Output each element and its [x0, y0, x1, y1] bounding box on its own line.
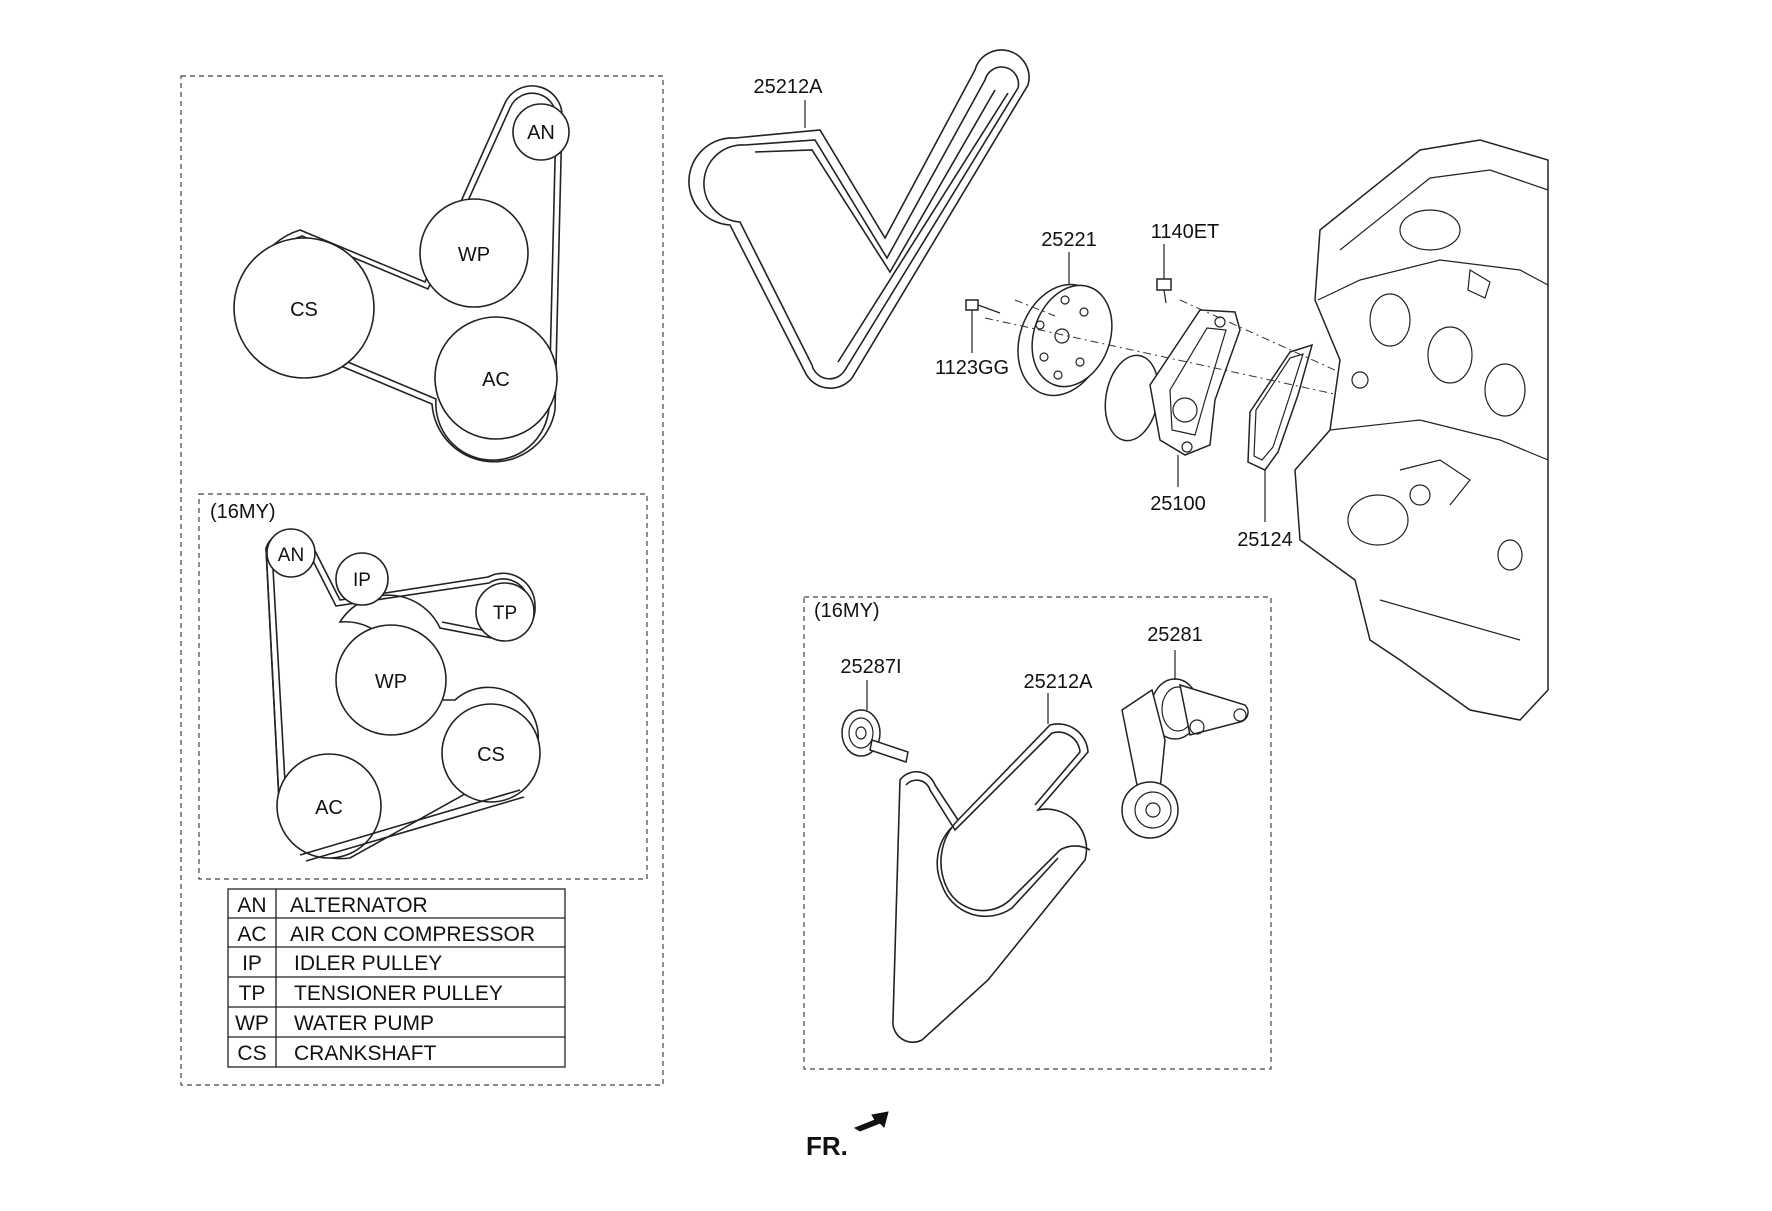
legend-name: TENSIONER PULLEY — [294, 982, 503, 1005]
part-bolt-1140et: 1140ET — [1151, 221, 1220, 304]
pulley-wp: WP — [419, 198, 529, 308]
legend-name: WATER PUMP — [294, 1012, 434, 1035]
front-arrow-icon — [853, 1111, 889, 1132]
pulley-16my-tp: TP — [475, 582, 535, 642]
label-25212a: 25212A — [754, 76, 824, 98]
pulley-ac: AC — [434, 316, 558, 440]
pulley-ac-label: AC — [482, 369, 510, 391]
16my-inset-frame — [803, 596, 1272, 1070]
part-gasket-25124: 25124 — [1237, 343, 1314, 551]
pulley-16my-an: AN — [266, 528, 316, 578]
label-25221: 25221 — [1041, 229, 1097, 251]
pulley-16my-cs-label: CS — [477, 744, 505, 766]
legend-code: AN — [237, 894, 266, 917]
16my-panel-frame — [198, 493, 648, 880]
pulley-16my-ac: AC — [276, 753, 382, 859]
label-1123gg: 1123GG — [935, 357, 1009, 379]
belt-routing-16my: AN IP TP WP CS AC — [265, 528, 541, 862]
pulley-16my-ip-label: IP — [353, 570, 371, 591]
part-idler-25287i: 25287I — [840, 656, 909, 763]
pulley-16my-cs: CS — [441, 703, 541, 803]
belt-routing-standard: AN WP CS AC — [233, 85, 570, 463]
pulley-16my-an-label: AN — [278, 545, 304, 566]
part-tensioner-25281: 25281 — [1121, 624, 1249, 839]
16my-inset-tag: (16MY) — [814, 600, 880, 622]
pulley-an: AN — [512, 103, 570, 161]
label-25281: 25281 — [1147, 624, 1203, 646]
pulley-16my-tp-label: TP — [493, 603, 517, 624]
belt-16my — [265, 530, 540, 860]
legend-name: CRANKSHAFT — [294, 1042, 437, 1065]
part-belt-25212a: 25212A — [688, 49, 1030, 389]
legend-code: IP — [242, 952, 262, 975]
pulley-16my-wp-label: WP — [375, 671, 407, 693]
legend-code: CS — [237, 1042, 266, 1065]
pulley-wp-label: WP — [458, 244, 490, 266]
legend-name: IDLER PULLEY — [294, 952, 442, 975]
left-panel-frame — [180, 75, 664, 1086]
legend-code: TP — [239, 982, 266, 1005]
legend-code: AC — [237, 923, 266, 946]
legend-name: ALTERNATOR — [290, 894, 428, 917]
pulley-16my-ip: IP — [335, 552, 389, 606]
16my-panel-tag: (16MY) — [210, 501, 276, 523]
pulley-cs-label: CS — [290, 299, 318, 321]
front-indicator: FR. — [806, 1111, 889, 1161]
pulley-16my-wp: WP — [335, 624, 447, 736]
belt-16my-left-run-inner — [271, 550, 288, 819]
belt-16my-left-run — [265, 547, 281, 821]
label-25287i: 25287I — [840, 656, 901, 678]
pulley-cs: CS — [233, 237, 375, 379]
legend-name: AIR CON COMPRESSOR — [290, 923, 535, 946]
legend-table: AN ALTERNATOR AC AIR CON COMPRESSOR IP I… — [227, 888, 566, 1068]
legend-code: WP — [235, 1012, 269, 1035]
label-25124: 25124 — [1237, 529, 1293, 551]
part-bolt-1123gg: 1123GG — [935, 299, 1009, 379]
pulley-an-label: AN — [527, 122, 555, 144]
pulley-16my-ac-label: AC — [315, 797, 343, 819]
part-pulley-25221: 25221 — [1017, 229, 1113, 397]
engine-block — [1294, 139, 1549, 721]
part-water-pump-25100: 25100 — [1104, 309, 1241, 515]
label-25100: 25100 — [1150, 493, 1206, 515]
front-indicator-label: FR. — [806, 1131, 848, 1161]
label-1140et: 1140ET — [1151, 221, 1220, 243]
belt-16my-bottom-run — [299, 789, 525, 862]
part-belt-25212a-16my: 25212A — [892, 671, 1094, 1043]
label-25212a-16my: 25212A — [1024, 671, 1094, 693]
